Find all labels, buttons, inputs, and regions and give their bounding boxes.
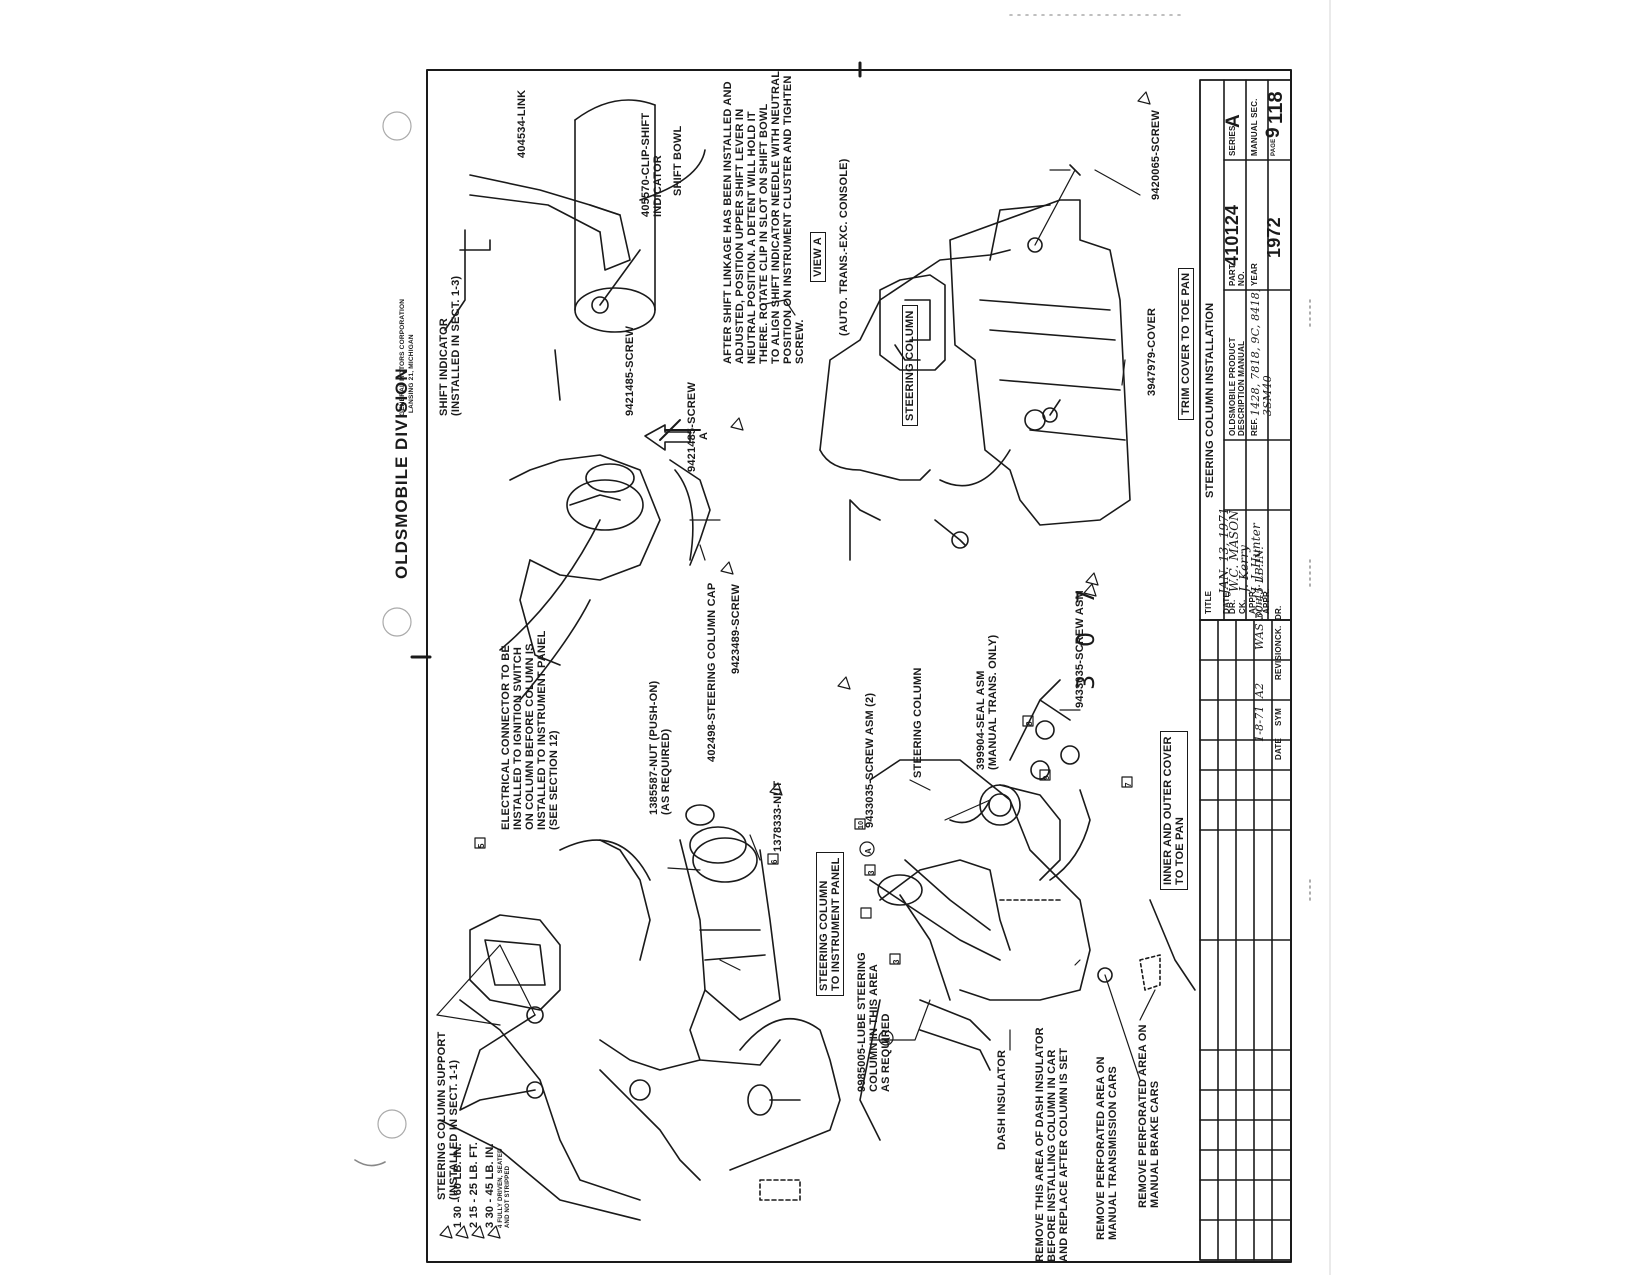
rev-col-sym: SYM	[1274, 708, 1283, 726]
callout-circle-a1: A	[864, 848, 873, 854]
label-nut-1378333: 1378333-NUT	[772, 780, 784, 852]
label-steering-to-panel: STEERING COLUMN TO INSTRUMENT PANEL	[816, 852, 844, 996]
label-link: 404534-LINK	[516, 89, 528, 158]
tb-part-no: 410124	[1222, 204, 1242, 266]
view-a-arrow	[644, 424, 691, 451]
note-remove-trans-area: REMOVE PERFORATED AREA ON MANUAL TRANSMI…	[1095, 1056, 1119, 1240]
label-cover-3947979: 3947979-COVER	[1146, 307, 1158, 396]
legend-item-4: 4 FULLY DRIVEN, SEATED AND NOT STRIPPED	[498, 1148, 512, 1228]
legend-text: FULLY DRIVEN, SEATED AND NOT STRIPPED	[498, 1148, 511, 1228]
rev-initials: DCH	[1255, 597, 1264, 618]
tb-ref-label: REF.	[1250, 417, 1259, 436]
label-screw-9423489: 9423489-SCREW	[730, 583, 742, 674]
label-shift-indicator: SHIFT INDICATOR (INSTALLED IN SECT. 1-3)	[438, 275, 462, 416]
label-steering-column-main: STEERING COLUMN	[912, 667, 924, 778]
tb-series: A	[1223, 114, 1244, 128]
legend-num: 1	[452, 1221, 464, 1228]
callout-6: 6	[770, 859, 779, 864]
tb-series-label: SERIES	[1228, 125, 1237, 156]
tb-title: STEERING COLUMN INSTALLATION	[1204, 302, 1216, 498]
view-a-arrow-letter: A	[698, 431, 710, 440]
callout-7: 7	[1124, 782, 1133, 787]
tb-year: 1972	[1264, 217, 1284, 258]
label-steering-column-view-a: STEERING COLUMN	[902, 305, 918, 426]
tb-ck-label: CK.	[1238, 599, 1247, 614]
note-after-shift-linkage: AFTER SHIFT LINKAGE HAS BEEN INSTALLED A…	[722, 70, 806, 364]
note-remove-brake-area: REMOVE PERFORATED AREA ON MANUAL BRAKE C…	[1137, 1024, 1161, 1208]
label-screw-9420065: 9420065-SCREW	[1150, 109, 1162, 200]
label-screw-asm-9433035: 9433035-SCREW ASM	[1074, 590, 1086, 708]
view-a-cover-drawing	[819, 164, 1131, 561]
shift-bowl-drawing	[444, 99, 706, 401]
note-electrical-connector: ELECTRICAL CONNECTOR TO BE INSTALLED TO …	[500, 630, 560, 830]
legend-num: 3	[484, 1221, 496, 1228]
callout-circle-a2: A	[883, 1037, 892, 1043]
legend-num: 2	[468, 1221, 480, 1228]
label-steering-column-cap: 402498-STEERING COLUMN CAP	[706, 582, 718, 762]
callout-8: 8	[1025, 721, 1034, 726]
callout-9: 9	[1042, 775, 1051, 780]
label-shift-bowl: SHIFT BOWL	[672, 125, 684, 196]
label-view-a: VIEW A	[810, 232, 826, 282]
label-inner-outer-cover: INNER AND OUTER COVER TO TOE PAN	[1160, 731, 1188, 890]
label-seal-asm: 399904-SEAL ASM (MANUAL TRANS. ONLY)	[975, 634, 999, 770]
tb-ref: 1428, 7818, 9C, 8418, 3SM40	[1249, 288, 1274, 416]
label-clip: 405570-CLIP-SHIFT INDICATOR	[640, 112, 664, 217]
callout-5: 5	[477, 843, 486, 848]
tb-part-no-label: PART NO.	[1228, 264, 1246, 286]
note-remove-dash-area: REMOVE THIS AREA OF DASH INSULATOR BEFOR…	[1034, 1027, 1070, 1262]
rev-col-revision: REVISION	[1274, 640, 1283, 680]
rev-date: 1-8-71	[1253, 705, 1266, 742]
leader-lines	[436, 169, 1156, 1081]
tb-title-label: TITLE	[1204, 590, 1213, 614]
label-trim-cover: TRIM COVER TO TOE PAN	[1178, 267, 1194, 420]
rev-sym: A2	[1253, 682, 1266, 698]
note-lube: 9985005-LUBE STEERING COLUMN IN THIS ARE…	[856, 952, 892, 1092]
callout-3a: 3	[867, 870, 876, 875]
label-dash-insulator: DASH INSULATOR	[996, 1049, 1008, 1150]
tb-product-manual: OLDSMOBILE PRODUCT DESCRIPTION MANUAL	[1228, 337, 1246, 436]
rev-col-date: DATE	[1274, 738, 1283, 760]
label-auto-trans: (AUTO. TRANS.-EXC. CONSOLE)	[838, 158, 850, 336]
label-screw-9421485: 9421485-SCREW	[624, 325, 636, 416]
label-nut-1385587: 1385587-NUT (PUSH-ON) (AS REQUIRED)	[648, 680, 672, 815]
tb-page-label: PAGE	[1271, 138, 1277, 156]
legend-text: 30 - 60 LB. IN.	[452, 1143, 464, 1219]
corp-name: GENERAL MOTORS CORPORATION	[399, 298, 406, 416]
callout-boxes	[474, 715, 1133, 1046]
binder-hole-bottom	[377, 1109, 407, 1139]
legend-item-3: 3 30 - 45 LB. IN.	[484, 1143, 496, 1228]
torque-triangles	[439, 91, 1151, 1239]
legend-item-2: 2 15 - 25 LB. FT.	[468, 1142, 480, 1228]
binder-hole-top	[382, 111, 412, 141]
tb-manual-sec: 9	[1263, 127, 1284, 138]
callout-10: 10	[858, 820, 865, 829]
label-screw-9421485-b: 9421485-SCREW	[686, 381, 698, 472]
tb-year-label: YEAR	[1250, 262, 1259, 286]
tb-manual-sec-label: MANUAL SEC.	[1250, 98, 1259, 156]
legend-num: 4	[498, 1224, 504, 1228]
label-screw-asm-2: 9433035-SCREW ASM (2)	[864, 692, 876, 828]
binder-hole-mid	[382, 607, 412, 637]
legend-item-1: 1 30 - 60 LB. IN.	[452, 1143, 464, 1228]
corp-location: LANSING 21, MICHIGAN	[408, 334, 415, 413]
steering-column-body	[499, 419, 711, 701]
legend-text: 15 - 25 LB. FT.	[468, 1142, 480, 1219]
tb-dr-label: DR.	[1228, 599, 1237, 614]
callout-3b: 3	[892, 959, 901, 964]
rev-col-ck: CK.	[1274, 625, 1283, 640]
legend-text: 30 - 45 LB. IN.	[484, 1143, 496, 1219]
tb-page: 118	[1265, 91, 1287, 124]
rev-col-dr: DR.	[1274, 605, 1283, 620]
